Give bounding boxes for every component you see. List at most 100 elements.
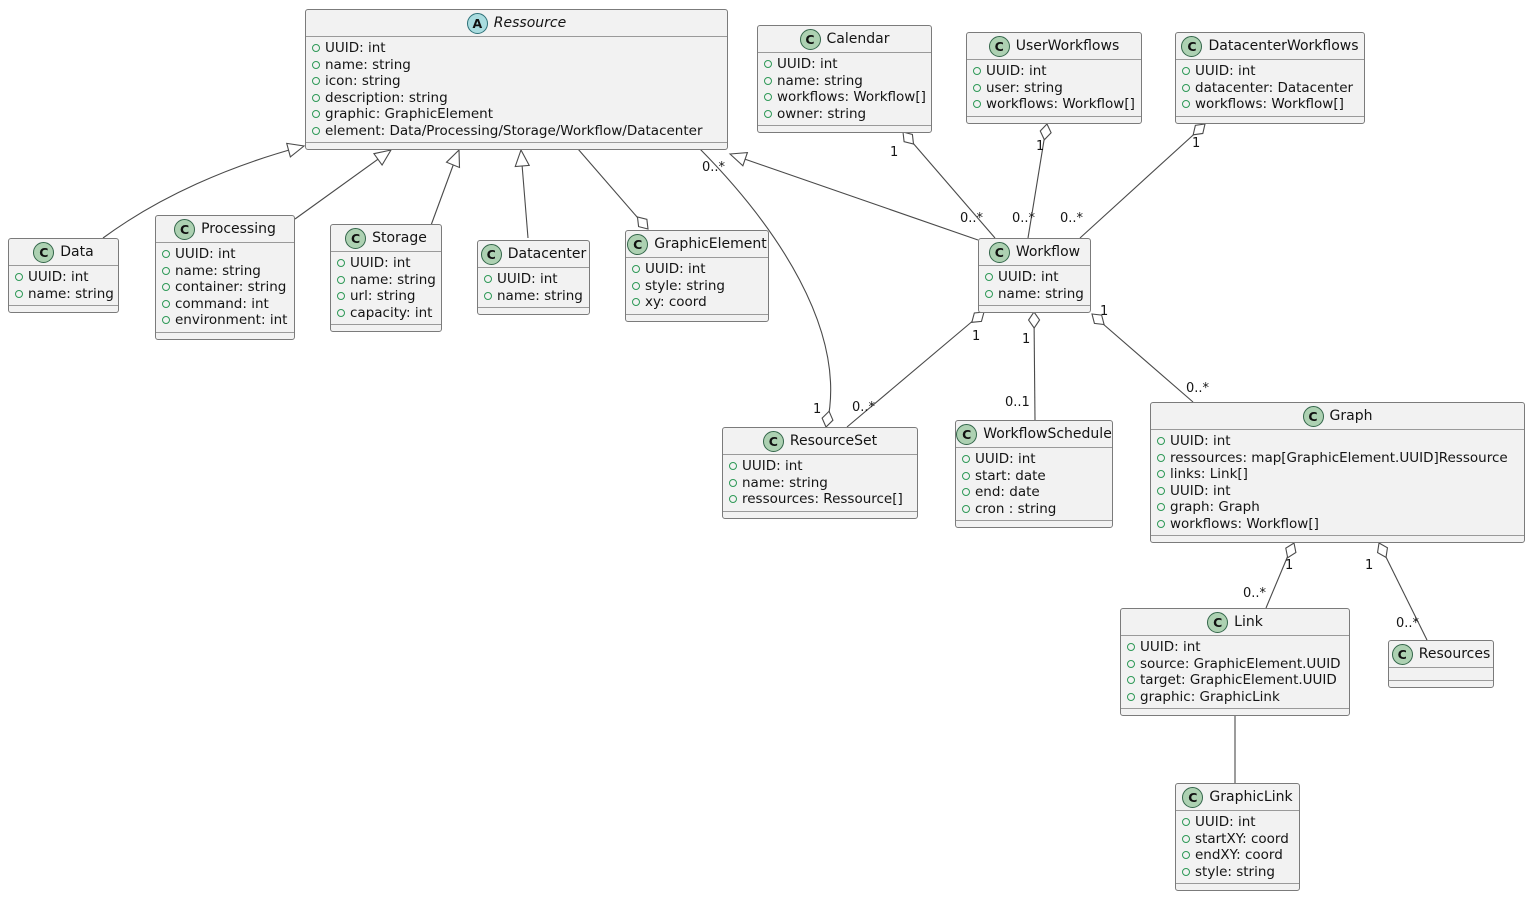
field-visibility-icon bbox=[962, 488, 970, 497]
aggregation-diamond-icon bbox=[902, 131, 915, 145]
edge-ressource-resourceset bbox=[699, 148, 832, 425]
attribute-text: UUID: int bbox=[986, 63, 1047, 79]
field-visibility-icon bbox=[162, 299, 170, 308]
inheritance-arrowhead-icon bbox=[285, 142, 306, 158]
field-visibility-icon bbox=[162, 250, 170, 259]
class-title: Datacenter bbox=[507, 246, 587, 262]
field-visibility-icon bbox=[337, 275, 345, 284]
attribute-text: UUID: int bbox=[742, 458, 803, 474]
attribute-text: UUID: int bbox=[1195, 814, 1256, 830]
attribute-text: target: GraphicElement.UUID bbox=[1140, 672, 1337, 688]
aggregation-diamond-icon bbox=[1192, 123, 1206, 136]
class-attribute: links: Link[] bbox=[1157, 466, 1516, 483]
class-attribute: UUID: int bbox=[1182, 814, 1291, 831]
class-methods-compartment bbox=[1151, 536, 1524, 542]
attribute-text: graphic: GraphicLink bbox=[1140, 688, 1280, 705]
class-attribute: UUID: int bbox=[729, 458, 909, 475]
field-visibility-icon bbox=[15, 289, 23, 298]
class-spot-icon: C bbox=[345, 227, 367, 249]
inheritance-arrowhead-icon bbox=[728, 151, 749, 167]
multiplicity-label: 0..* bbox=[1396, 616, 1420, 631]
attribute-text: graphic: GraphicElement bbox=[325, 106, 494, 122]
field-visibility-icon bbox=[162, 283, 170, 292]
class-spot-icon: C bbox=[799, 28, 821, 50]
multiplicity-label: 0..1 bbox=[1005, 395, 1030, 410]
field-visibility-icon bbox=[764, 93, 772, 102]
class-attribute: icon: string bbox=[312, 73, 719, 90]
field-visibility-icon bbox=[1127, 643, 1135, 652]
field-visibility-icon bbox=[1157, 470, 1165, 479]
inheritance-arrowhead-icon bbox=[372, 149, 393, 167]
class-attribute: target: GraphicElement.UUID bbox=[1127, 672, 1341, 689]
field-visibility-icon bbox=[632, 298, 640, 307]
class-attribute: start: date bbox=[962, 468, 1104, 485]
attribute-text: cron : string bbox=[975, 500, 1057, 517]
field-visibility-icon bbox=[484, 275, 492, 284]
attribute-text: url: string bbox=[350, 288, 416, 304]
attribute-text: UUID: int bbox=[1140, 639, 1201, 655]
multiplicity-label: 0..* bbox=[960, 211, 984, 226]
field-visibility-icon bbox=[764, 76, 772, 85]
edge-graph-resources bbox=[1380, 546, 1428, 641]
class-methods-compartment bbox=[1176, 117, 1364, 123]
class-title: Ressource bbox=[493, 15, 567, 31]
field-visibility-icon bbox=[312, 60, 320, 69]
class-title: Processing bbox=[201, 221, 276, 237]
class-methods-compartment bbox=[306, 143, 727, 149]
inheritance-arrowhead-icon bbox=[445, 148, 461, 169]
edge-workflow-extends-ressource bbox=[732, 154, 979, 241]
class-title: GraphicLink bbox=[1209, 789, 1293, 805]
attribute-text: UUID: int bbox=[175, 246, 236, 262]
field-visibility-icon bbox=[729, 478, 737, 487]
attribute-text: UUID: int bbox=[1170, 433, 1231, 449]
class-attribute: startXY: coord bbox=[1182, 831, 1291, 848]
attribute-text: UUID: int bbox=[998, 269, 1059, 285]
multiplicity-label: 0..* bbox=[1060, 211, 1084, 226]
class-attribute: graphic: GraphicLink bbox=[1127, 689, 1341, 706]
edge-ressource-graphicelement bbox=[577, 148, 645, 226]
class-title: Data bbox=[60, 244, 94, 260]
class-spot-icon: C bbox=[1207, 611, 1229, 633]
class-attribute: name: string bbox=[729, 475, 909, 492]
field-visibility-icon bbox=[1182, 818, 1190, 827]
field-visibility-icon bbox=[15, 273, 23, 282]
attribute-text: name: string bbox=[175, 262, 261, 279]
class-attribute: name: string bbox=[15, 286, 114, 303]
field-visibility-icon bbox=[1182, 100, 1190, 109]
class-methods-compartment bbox=[758, 126, 931, 132]
field-visibility-icon bbox=[764, 109, 772, 118]
field-visibility-icon bbox=[729, 495, 737, 504]
field-visibility-icon bbox=[312, 110, 320, 119]
edge-workflow-graph bbox=[1094, 316, 1194, 403]
field-visibility-icon bbox=[312, 126, 320, 135]
class-attribute: endXY: coord bbox=[1182, 847, 1291, 864]
attribute-text: UUID: int bbox=[28, 269, 89, 285]
attribute-text: element: Data/Processing/Storage/Workflo… bbox=[325, 122, 703, 139]
attribute-text: name: string bbox=[325, 56, 411, 73]
class-attribute: name: string bbox=[162, 263, 286, 280]
multiplicity-label: 1 bbox=[972, 329, 981, 344]
attribute-text: source: GraphicElement.UUID bbox=[1140, 655, 1341, 672]
field-visibility-icon bbox=[1157, 519, 1165, 528]
multiplicity-label: 1 bbox=[890, 145, 899, 160]
field-visibility-icon bbox=[312, 93, 320, 102]
class-attribute: name: string bbox=[337, 272, 436, 289]
attribute-text: workflows: Workflow[] bbox=[777, 89, 926, 105]
field-visibility-icon bbox=[985, 289, 993, 298]
field-visibility-icon bbox=[632, 265, 640, 274]
class-attribute: owner: string bbox=[764, 106, 923, 123]
